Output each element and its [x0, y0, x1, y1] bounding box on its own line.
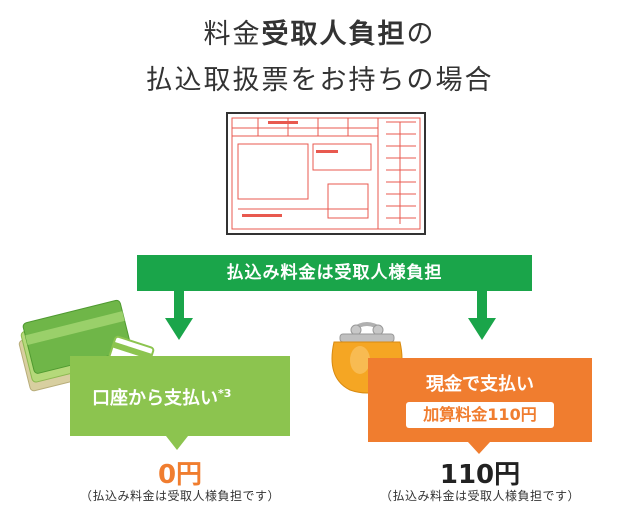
pay-from-account-box: 口座から支払い*3 [70, 356, 290, 436]
title-line-2: 払込取扱票をお持ちの場合 [145, 65, 494, 96]
right-pointer [468, 442, 490, 454]
pay-cash-box: 現金で支払い 加算料金110円 [368, 358, 592, 442]
title-bold: 受取人負担 [261, 19, 407, 50]
pay-cash-label: 現金で支払い [426, 374, 534, 395]
arrow-down-icon-left [165, 318, 193, 340]
note-cash: （払込み料金は受取人様負担です） [379, 489, 580, 503]
arrow-down-icon-right [468, 318, 496, 340]
note-account: （払込み料金は受取人様負担です） [79, 489, 280, 503]
price-account: 0円 [157, 460, 203, 490]
title-suffix: の [406, 19, 436, 50]
pay-from-account-label: 口座から支払い [92, 388, 218, 409]
title-line-1: 料金受取人負担の [0, 12, 639, 51]
payment-slip-drawing [231, 117, 421, 230]
title-prefix: 料金 [203, 19, 262, 50]
price-cash: 110円 [439, 460, 521, 490]
payment-slip-icon [226, 112, 426, 235]
added-fee-tag: 加算料金110円 [406, 402, 554, 428]
fee-banner: 払込み料金は受取人様負担 [137, 255, 532, 291]
footnote-mark: *3 [218, 387, 232, 400]
left-pointer [166, 436, 188, 450]
pay-from-account-label-wrap: 口座から支払い*3 [92, 384, 231, 410]
